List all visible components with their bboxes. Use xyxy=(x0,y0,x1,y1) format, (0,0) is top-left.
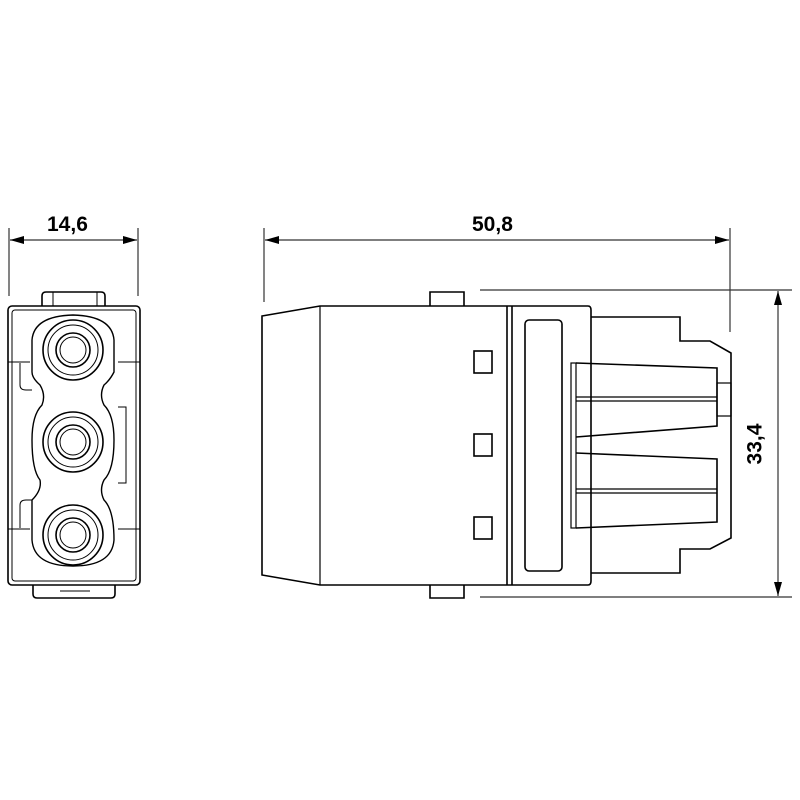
dimension-width-label: 14,6 xyxy=(47,213,88,236)
label-slot xyxy=(524,319,563,572)
side-view xyxy=(261,291,732,599)
side-body xyxy=(261,305,592,586)
front-view xyxy=(7,291,141,599)
dimension-height-label: 33,4 xyxy=(743,423,767,465)
contact-socket-3 xyxy=(42,504,104,566)
contact-socket-2 xyxy=(42,411,104,473)
front-insulator-outline xyxy=(31,314,115,567)
cable-outlet xyxy=(591,316,732,574)
dimension-lines xyxy=(8,228,792,598)
contact-socket-1 xyxy=(42,319,104,381)
front-outer-housing xyxy=(7,305,141,586)
dimension-length-label: 50,8 xyxy=(472,213,513,236)
latch-window-1 xyxy=(473,350,493,374)
latch-window-3 xyxy=(473,516,493,540)
latch-window-2 xyxy=(473,433,493,457)
